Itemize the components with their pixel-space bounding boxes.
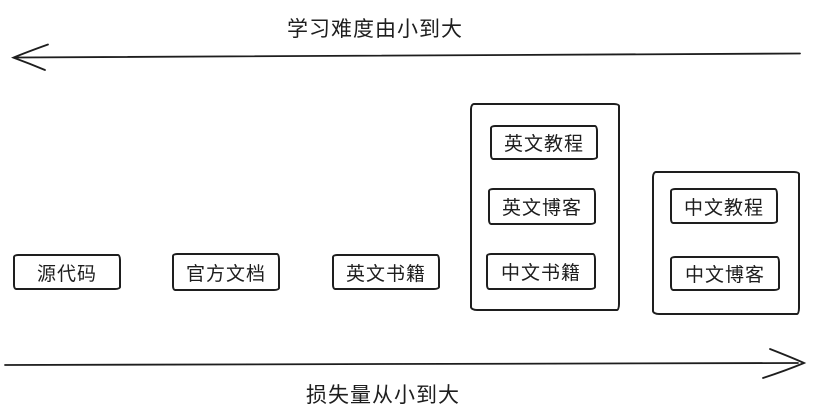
box-chinese-tutorials: 中文教程 <box>670 188 778 224</box>
box-english-blogs-label: 英文博客 <box>501 198 582 219</box>
box-english-books: 英文书籍 <box>332 254 440 290</box>
right-arrow-shaft <box>4 362 799 366</box>
box-source-code: 源代码 <box>13 254 121 290</box>
bottom-axis-label: 损失量从小到大 <box>306 384 460 407</box>
box-official-docs-label: 官方文档 <box>185 263 266 285</box>
left-arrow-icon <box>11 43 801 71</box>
box-chinese-blogs-label: 中文博客 <box>684 265 765 286</box>
box-official-docs: 官方文档 <box>172 253 280 291</box>
box-source-code-label: 源代码 <box>36 263 97 285</box>
box-english-tutorials-label: 英文教程 <box>503 134 584 155</box>
box-english-blogs: 英文博客 <box>488 188 596 225</box>
box-chinese-blogs: 中文博客 <box>670 256 780 291</box>
box-english-tutorials: 英文教程 <box>490 125 598 160</box>
box-english-books-label: 英文书籍 <box>345 263 426 285</box>
right-arrow-head <box>762 348 807 379</box>
box-chinese-books: 中文书籍 <box>486 253 596 290</box>
right-arrow-icon <box>4 348 807 379</box>
group-box-right: 中文教程 中文博客 <box>652 171 800 315</box>
box-chinese-books-label: 中文书籍 <box>500 263 581 284</box>
box-chinese-tutorials-label: 中文教程 <box>683 197 764 219</box>
left-arrow-shaft <box>15 52 801 59</box>
top-axis-label: 学习难度由小到大 <box>287 18 463 41</box>
left-arrow-head <box>11 43 49 71</box>
group-box-left: 英文教程 英文博客 中文书籍 <box>470 103 620 311</box>
